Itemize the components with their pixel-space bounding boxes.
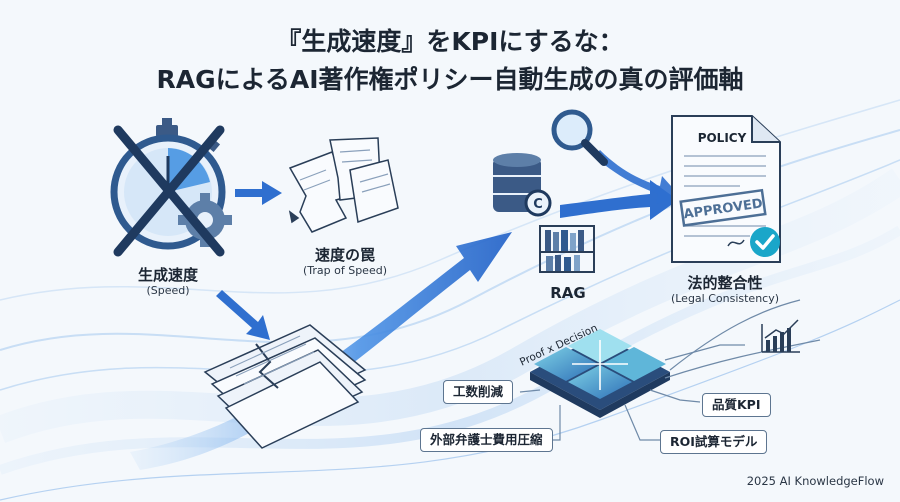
bookshelf-icon bbox=[539, 225, 595, 273]
decision-connectors bbox=[519, 299, 821, 441]
title-line-2: RAGによるAI著作権ポリシー自動生成の真の評価軸 bbox=[156, 65, 744, 94]
arrow-speed-to-trap bbox=[235, 181, 282, 205]
decision-tiles: Proof x Decision bbox=[518, 322, 670, 418]
database-icon: C bbox=[493, 153, 552, 217]
rag-label: RAG bbox=[550, 284, 586, 302]
legal-sub: (Legal Consistency) bbox=[670, 292, 780, 305]
decision-item-3: 品質KPI bbox=[702, 393, 771, 417]
policy-header: POLICY bbox=[698, 131, 747, 145]
magnifier-icon bbox=[551, 109, 608, 166]
policy-document-icon: POLICY APPROVED bbox=[671, 115, 781, 263]
decision-item-4: ROI試算モデル bbox=[660, 430, 768, 454]
trap-sub: (Trap of Speed) bbox=[302, 264, 387, 277]
footer-credit: 2025 AI KnowledgeFlow bbox=[746, 474, 884, 488]
legal-label: 法的整合性 bbox=[687, 274, 763, 292]
decision-item-2: 外部弁護士費用圧縮 bbox=[420, 428, 553, 452]
trap-label: 速度の罠 bbox=[314, 246, 375, 264]
svg-text:C: C bbox=[533, 197, 543, 212]
stopwatch-icon bbox=[110, 118, 232, 257]
flow-arrow-to-rag bbox=[130, 232, 512, 470]
growth-chart-icon bbox=[761, 319, 800, 353]
speed-sub: (Speed) bbox=[146, 284, 190, 297]
paper-pile-icon bbox=[203, 324, 367, 449]
decision-item-1: 工数削減 bbox=[443, 380, 514, 404]
title-line-1: 『生成速度』をKPIにするな： bbox=[276, 27, 624, 56]
flow-arrow-to-policy bbox=[560, 150, 680, 220]
torn-papers-icon bbox=[288, 137, 399, 233]
arrow-speed-to-pile bbox=[216, 290, 270, 340]
speed-label: 生成速度 bbox=[137, 266, 198, 284]
